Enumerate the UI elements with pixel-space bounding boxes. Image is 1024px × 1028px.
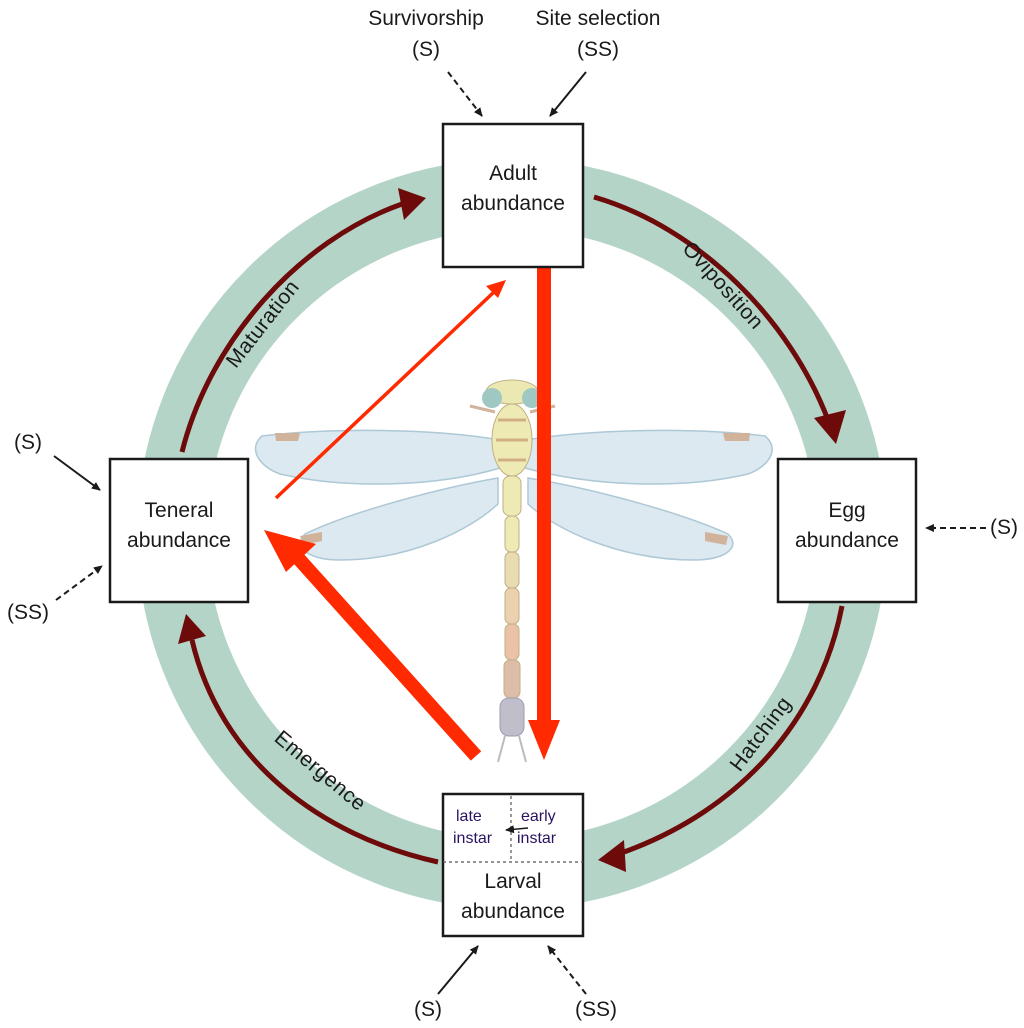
teneral-s-label: (S): [14, 431, 42, 454]
site-selection-code: (SS): [577, 38, 619, 61]
late-instar-line1: late: [456, 808, 482, 825]
hatching-arrow: [598, 605, 845, 872]
oviposition-arrow: [593, 194, 846, 444]
egg-label-line2: abundance: [795, 529, 899, 552]
teneral-s-arrow: [53, 455, 101, 491]
teneral-abundance-box: [108, 457, 250, 604]
dragonfly-illustration: [254, 379, 773, 763]
teneral-label-line2: abundance: [127, 529, 231, 552]
larval-ss-arrow: [547, 945, 587, 995]
egg-label-line1: Egg: [828, 499, 865, 522]
egg-abundance-box: [776, 457, 918, 604]
site-selection-adult-arrow: [549, 71, 587, 117]
early-instar-line1: early: [521, 808, 556, 825]
larval-s-arrow: [437, 945, 479, 995]
teneral-ss-label: (SS): [7, 601, 49, 624]
larval-s-label: (S): [414, 998, 442, 1021]
adult-label-line2: abundance: [461, 192, 565, 215]
adult-to-larval-arrow: [528, 268, 560, 760]
maturation-arrow: [179, 188, 426, 453]
survivorship-code: (S): [412, 38, 440, 61]
larval-abundance-box: [441, 792, 585, 938]
egg-s-label: (S): [990, 516, 1018, 539]
larval-ss-label: (SS): [575, 998, 617, 1021]
teneral-to-adult-arrow: [274, 280, 506, 500]
teneral-ss-arrow: [55, 565, 103, 601]
late-instar-line2: instar: [453, 830, 493, 847]
larval-label-line2: abundance: [461, 900, 565, 923]
adult-abundance-box: [441, 122, 585, 269]
survivorship-adult-arrow: [447, 71, 483, 117]
adult-label-line1: Adult: [489, 162, 537, 185]
larval-label-line1: Larval: [484, 870, 541, 893]
survivorship-label: Survivorship: [368, 7, 484, 30]
larval-to-teneral-arrow: [264, 530, 482, 761]
teneral-label-line1: Teneral: [145, 499, 214, 522]
early-instar-line2: instar: [517, 830, 557, 847]
instar-transition-arrow: [505, 825, 529, 834]
emergence-arrow: [178, 614, 439, 865]
site-selection-label: Site selection: [536, 7, 661, 30]
